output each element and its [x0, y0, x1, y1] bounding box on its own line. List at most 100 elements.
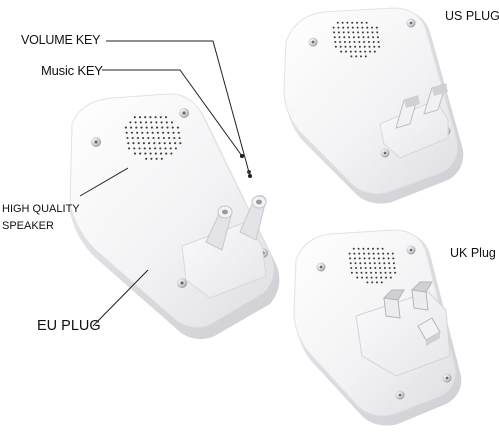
speaker-hole	[133, 116, 136, 119]
speaker-hole	[173, 136, 176, 140]
speaker-hole	[339, 41, 342, 43]
speaker-hole	[160, 121, 163, 124]
speaker-hole	[364, 55, 367, 58]
speaker-hole	[176, 126, 179, 129]
speaker-hole	[374, 267, 377, 269]
speaker-hole	[366, 31, 369, 34]
speaker-hole	[134, 121, 137, 124]
speaker-grille	[124, 116, 182, 160]
speaker-hole	[360, 271, 363, 274]
speaker-hole	[349, 262, 352, 265]
speaker-hole	[351, 26, 354, 29]
speaker-hole	[339, 45, 342, 48]
music-key-label: Music KEY	[41, 63, 103, 78]
speaker-hole	[389, 276, 392, 279]
speaker-hole	[348, 41, 351, 43]
speaker-hole	[367, 252, 370, 255]
speaker-hole	[376, 247, 379, 250]
speaker-hole	[391, 252, 394, 255]
speaker-hole	[174, 147, 177, 150]
speaker-hole	[352, 31, 355, 34]
speaker-hole	[164, 116, 168, 119]
speaker-hole	[128, 147, 131, 150]
callout-lines	[79, 40, 251, 327]
speaker-hole	[124, 126, 127, 129]
speaker-hole	[147, 136, 150, 140]
speaker-grille	[332, 21, 381, 58]
speaker-hole	[364, 50, 367, 53]
speaker-hole	[371, 26, 373, 29]
speaker-hole	[162, 136, 165, 140]
speaker-hole	[145, 126, 148, 129]
speaker-hole	[129, 121, 132, 124]
screw-icon	[91, 137, 101, 147]
speaker-hole	[361, 26, 364, 29]
speaker-hole	[369, 267, 372, 269]
speaker-hole	[139, 152, 142, 155]
speaker-hole	[342, 31, 345, 34]
speaker-hole	[141, 131, 144, 134]
speaker-hole	[155, 157, 158, 160]
speaker-hole	[154, 147, 157, 150]
speaker-hole	[133, 147, 136, 150]
speaker-hole	[352, 247, 355, 250]
speaker-hole	[334, 41, 337, 43]
speaker-hole	[366, 26, 369, 29]
speaker-hole	[162, 131, 165, 134]
screw-icon	[380, 148, 390, 158]
speaker-hole	[349, 257, 352, 260]
speaker-hole	[140, 126, 143, 129]
speaker-hole	[356, 26, 359, 29]
screw-icon	[177, 278, 187, 288]
speaker-hole	[349, 50, 352, 53]
screw-icon	[395, 390, 405, 400]
speaker-hole	[361, 276, 363, 279]
speaker-hole	[359, 50, 362, 53]
speaker-hole	[367, 36, 370, 39]
speaker-hole	[362, 36, 365, 39]
speaker-hole	[394, 271, 397, 274]
speaker-hole	[372, 247, 374, 250]
speaker-hole	[342, 26, 345, 29]
speaker-hole	[363, 41, 366, 43]
speaker-hole	[372, 252, 375, 255]
speaker-hole	[353, 252, 356, 255]
speaker-hole	[150, 121, 153, 124]
callout-dot-icon	[240, 154, 244, 158]
speaker-hole	[392, 262, 395, 265]
speaker-hole	[150, 126, 153, 129]
speaker-hole	[336, 21, 339, 24]
speaker-hole	[172, 131, 175, 134]
speaker-hole	[347, 26, 349, 29]
volume-key-label: VOLUME KEY	[21, 33, 101, 47]
speaker-hole	[133, 152, 137, 155]
speaker-hole	[161, 126, 164, 129]
speaker-hole	[388, 267, 391, 269]
speaker-hole	[359, 267, 362, 269]
speaker-hole	[357, 31, 360, 34]
speaker-hole	[373, 50, 376, 53]
speaker-hole	[350, 55, 353, 58]
speaker-hole	[170, 121, 174, 124]
speaker-hole	[145, 157, 148, 160]
speaker-hole	[149, 152, 152, 155]
speaker-hole	[135, 126, 138, 129]
speaker-hole	[366, 281, 369, 284]
speaker-hole	[138, 116, 142, 119]
speaker-hole	[332, 26, 335, 29]
speaker-hole	[358, 252, 361, 255]
speaker-hole	[350, 267, 353, 269]
speaker-hole	[355, 271, 358, 274]
speaker-hole	[352, 36, 355, 39]
screw-icon	[316, 262, 326, 272]
speaker-hole	[381, 247, 384, 250]
speaker-hole	[358, 41, 361, 43]
speaker-hole	[148, 142, 151, 145]
speaker-hole	[349, 45, 352, 48]
speaker-hole	[139, 121, 142, 124]
speaker-hole	[385, 276, 387, 279]
speaker-hole	[354, 45, 357, 48]
speaker-hole	[159, 147, 162, 150]
speaker-hole	[136, 136, 139, 140]
